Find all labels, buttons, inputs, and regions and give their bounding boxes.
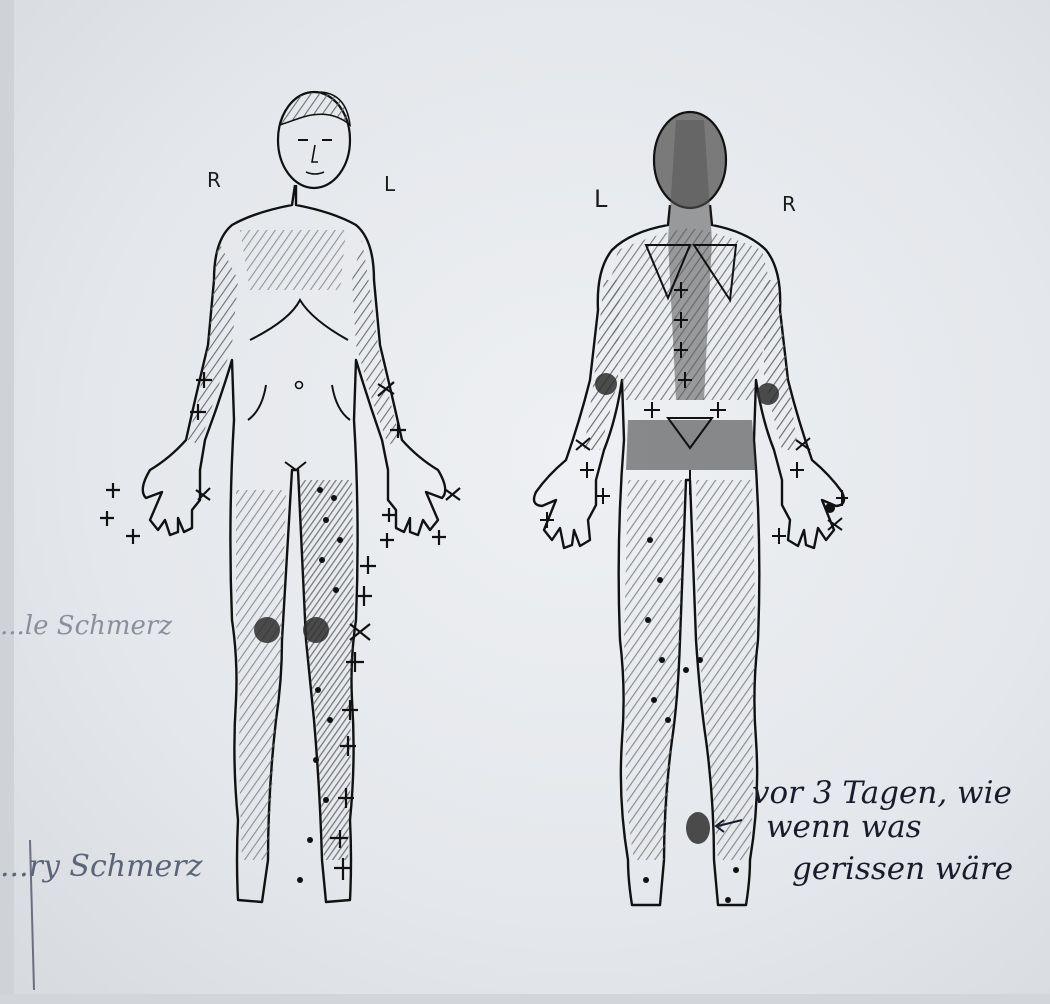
back-right-leg-pain-area — [624, 480, 684, 860]
back-spine-dark-area — [668, 120, 712, 400]
margin-fragment-lower: ...ry Schmerz — [0, 850, 202, 885]
back-left-side-label: L — [594, 185, 607, 213]
handwritten-note-line-1: vor 3 Tagen, wie — [752, 776, 1012, 812]
back-right-side-label: R — [782, 192, 796, 216]
front-left-side-label: L — [384, 172, 395, 196]
margin-fragment-upper: ...le Schmerz — [0, 612, 172, 642]
handwritten-note-line-3: gerissen wäre — [792, 852, 1013, 888]
handwritten-note-line-2: wenn was — [766, 810, 922, 846]
back-left-elbow-marker — [595, 373, 617, 395]
back-heel-marker — [686, 812, 710, 844]
back-right-elbow-marker — [757, 383, 779, 405]
back-left-leg-pain-area — [696, 480, 756, 860]
back-left-arm-pain-area — [584, 280, 620, 450]
back-hand-dot — [825, 503, 835, 513]
front-right-side-label: R — [207, 168, 221, 192]
